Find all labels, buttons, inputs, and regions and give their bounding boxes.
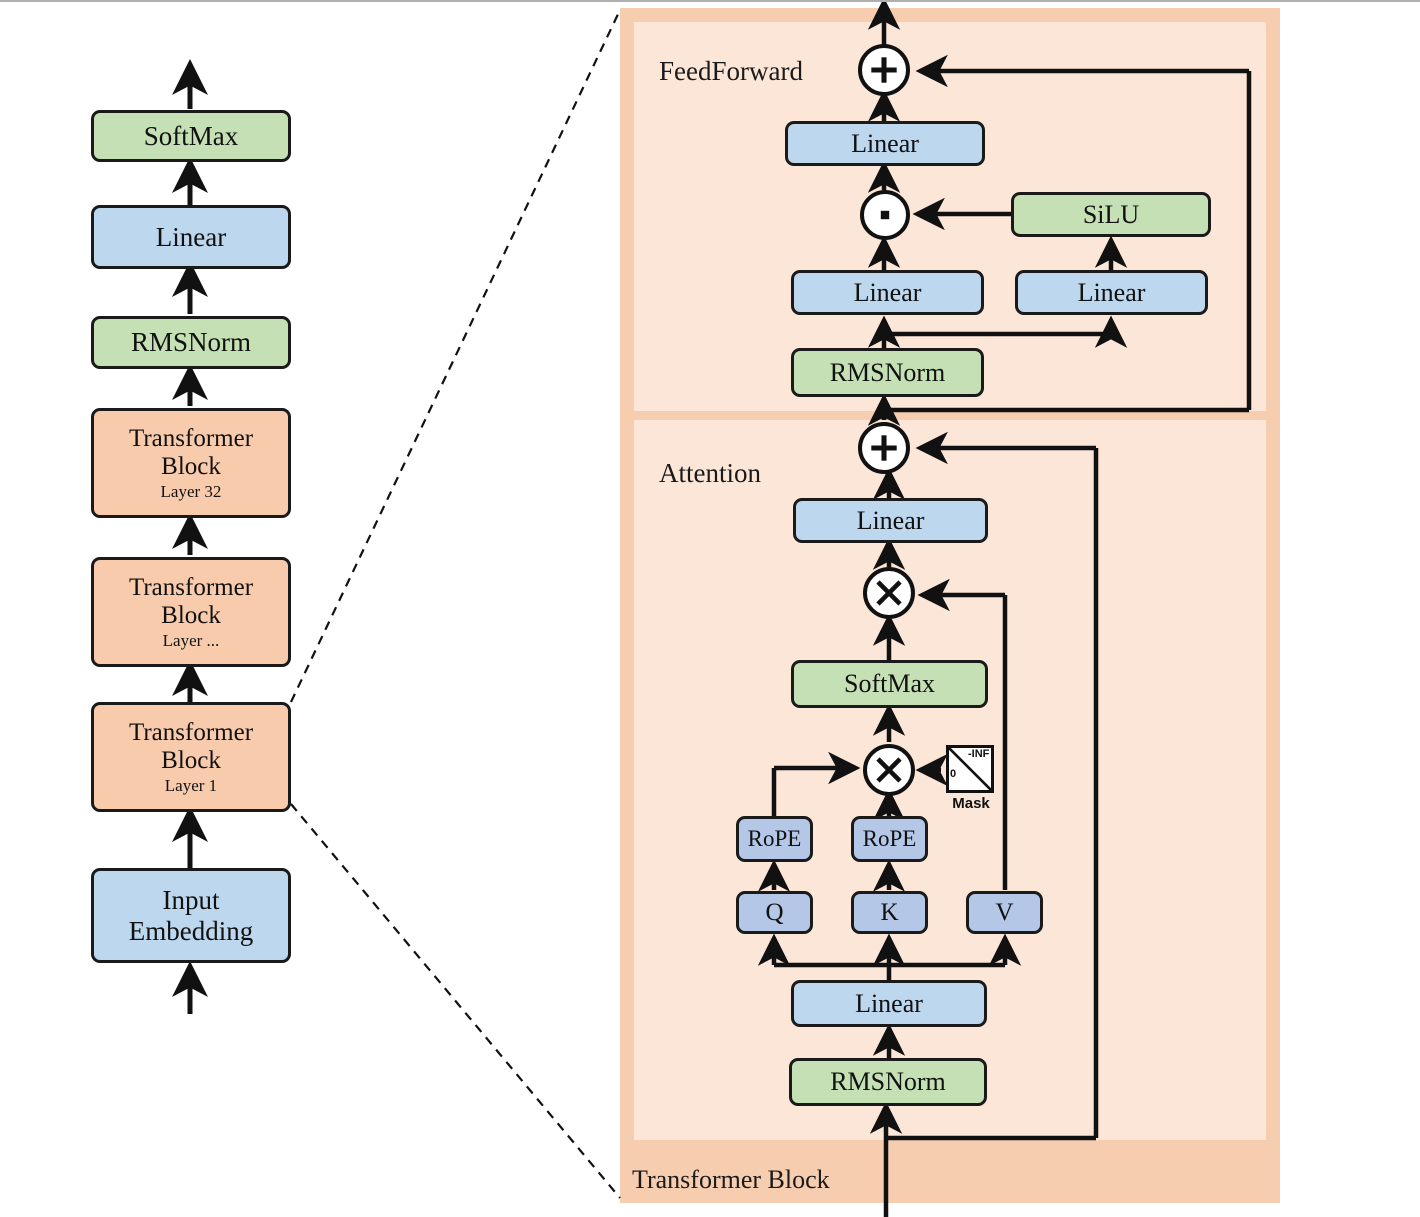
dot-product-icon xyxy=(880,210,890,220)
transformer-block-outer-label: Transformer Block xyxy=(632,1165,830,1194)
rope-query[interactable]: RoPE xyxy=(736,816,813,862)
node-transformer-block-mid[interactable]: Transformer Block Layer ... xyxy=(91,557,291,667)
key-node[interactable]: K xyxy=(851,891,928,934)
mask-diagonal-icon xyxy=(949,748,991,790)
feedforward-elementwise-mul-op[interactable] xyxy=(860,190,910,240)
attention-softmax[interactable]: SoftMax xyxy=(791,660,988,708)
attention-panel-label: Attention xyxy=(659,458,761,488)
node-label: Linear xyxy=(155,221,227,252)
mask-upper-value: -INF xyxy=(968,748,990,760)
node-transformer-block-32[interactable]: Transformer Block Layer 32 xyxy=(91,408,291,518)
feedforward-panel-label: FeedForward xyxy=(659,56,803,86)
node-transformer-block-1[interactable]: Transformer Block Layer 1 xyxy=(91,702,291,812)
attention-scores-value-mul-op[interactable] xyxy=(863,567,915,619)
node-sublabel: Layer 32 xyxy=(160,481,222,501)
node-softmax[interactable]: SoftMax xyxy=(91,110,291,162)
value-node[interactable]: V xyxy=(966,891,1043,934)
multiply-icon xyxy=(876,580,902,606)
node-sublabel: Layer 1 xyxy=(164,775,218,795)
node-label: Linear xyxy=(856,505,925,535)
node-label: Linear xyxy=(855,988,923,1018)
feedforward-linear-down[interactable]: Linear xyxy=(785,121,985,166)
causal-mask-icon xyxy=(946,745,994,793)
node-rmsnorm-final[interactable]: RMSNorm xyxy=(91,316,291,369)
node-input-embedding[interactable]: Input Embedding xyxy=(91,868,291,963)
node-label: K xyxy=(880,898,899,926)
node-label: SoftMax xyxy=(143,120,239,151)
feedforward-rmsnorm[interactable]: RMSNorm xyxy=(791,348,984,397)
query-node[interactable]: Q xyxy=(736,891,813,934)
feedforward-silu[interactable]: SiLU xyxy=(1011,192,1211,237)
node-label: SoftMax xyxy=(844,669,935,699)
feedforward-linear-up[interactable]: Linear xyxy=(1015,270,1208,315)
rope-key[interactable]: RoPE xyxy=(851,816,928,862)
attention-rmsnorm[interactable]: RMSNorm xyxy=(789,1058,987,1106)
mask-lower-value: 0 xyxy=(950,768,957,780)
node-label: V xyxy=(995,898,1014,926)
node-label: Linear xyxy=(1077,277,1146,307)
node-label: Transformer Block xyxy=(128,718,254,774)
node-label: Input Embedding xyxy=(128,885,254,946)
mask-caption: Mask xyxy=(952,795,990,812)
feedforward-residual-add-op[interactable] xyxy=(858,44,910,96)
node-label: RoPE xyxy=(862,826,917,852)
attention-output-linear[interactable]: Linear xyxy=(793,498,988,543)
attention-residual-add-op[interactable] xyxy=(858,422,910,474)
node-label: RMSNorm xyxy=(829,357,946,387)
node-label: Q xyxy=(765,898,784,926)
plus-icon xyxy=(871,435,897,461)
node-label: Transformer Block xyxy=(128,424,254,480)
attention-qk-mul-op[interactable] xyxy=(863,744,915,796)
feedforward-linear-gate[interactable]: Linear xyxy=(791,270,984,315)
plus-icon xyxy=(871,57,897,83)
multiply-icon xyxy=(876,757,902,783)
attention-qkv-linear[interactable]: Linear xyxy=(791,980,987,1027)
node-label: RMSNorm xyxy=(830,1067,946,1097)
node-label: SiLU xyxy=(1082,199,1140,229)
node-linear-head[interactable]: Linear xyxy=(91,205,291,269)
node-label: Transformer Block xyxy=(128,573,254,629)
node-label: Linear xyxy=(853,277,922,307)
node-label: Linear xyxy=(851,128,919,158)
node-sublabel: Layer ... xyxy=(162,630,220,650)
node-label: RMSNorm xyxy=(130,327,252,358)
node-label: RoPE xyxy=(747,826,802,852)
